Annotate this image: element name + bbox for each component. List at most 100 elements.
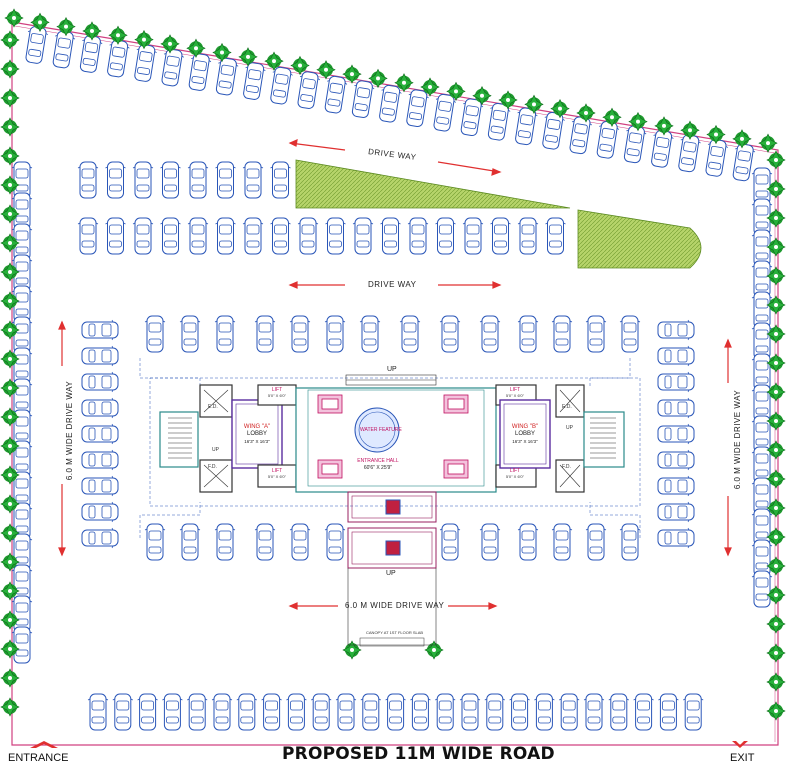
parked-car-icon <box>539 110 566 151</box>
wing-a-title: WING "A" <box>243 424 271 430</box>
parked-car-icon <box>81 527 119 549</box>
parked-car-icon <box>751 570 773 608</box>
parked-car-icon <box>254 523 276 561</box>
parked-car-icon <box>112 693 134 731</box>
parked-car-icon <box>403 88 430 129</box>
parked-car-icon <box>335 693 357 731</box>
parked-car-icon <box>430 92 458 133</box>
parked-car-icon <box>289 315 311 353</box>
parked-car-icon <box>77 217 99 255</box>
parked-car-icon <box>657 345 695 367</box>
tree-icon <box>342 640 362 660</box>
driveway-label-left: 6.0 M WIDE DRIVE WAY <box>65 380 75 481</box>
wing-a-room: LOBBY <box>246 431 267 437</box>
tree-icon <box>766 643 786 663</box>
parked-car-icon <box>187 217 209 255</box>
parked-car-icon <box>105 161 126 199</box>
up-label-stair-right: UP <box>566 425 573 431</box>
parked-car-icon <box>657 475 695 497</box>
lift-3-size: 5'0" X 6'0" <box>505 393 525 398</box>
parked-car-icon <box>215 217 236 255</box>
parked-car-icon <box>509 693 531 731</box>
parked-car-icon <box>594 119 621 160</box>
parked-car-icon <box>657 319 695 341</box>
parked-car-icon <box>352 217 374 255</box>
parked-car-icon <box>324 315 346 353</box>
parked-car-icon <box>242 161 264 199</box>
parked-car-icon <box>270 217 291 255</box>
tree-icon <box>766 150 786 170</box>
parked-car-icon <box>435 217 456 255</box>
parked-car-icon <box>81 397 119 419</box>
tree-icon <box>766 614 786 634</box>
parked-car-icon <box>261 693 283 731</box>
wing-b-label: WING "B" LOBBY 16'3" X 16'3" <box>504 424 546 445</box>
parked-car-icon <box>187 161 209 199</box>
tree-icon <box>424 640 444 660</box>
parked-car-icon <box>137 693 159 731</box>
parked-car-icon <box>439 523 461 561</box>
tree-icon <box>0 88 20 108</box>
lift-2-title: LIFT <box>271 468 283 474</box>
parked-car-icon <box>81 449 119 471</box>
up-label-top: UP <box>387 366 397 373</box>
parked-car-icon <box>558 693 580 731</box>
parked-car-icon <box>517 217 539 255</box>
parked-car-icon <box>517 523 539 561</box>
parked-car-icon <box>242 217 264 255</box>
parked-car-icon <box>409 693 431 731</box>
parked-car-icon <box>240 61 267 101</box>
parked-car-icon <box>186 52 213 92</box>
parked-car-icon <box>186 693 208 731</box>
water-feature-label: WATER FEATURE <box>360 427 402 433</box>
parked-car-icon <box>87 693 109 731</box>
parked-car-icon <box>215 161 236 199</box>
parked-car-icon <box>22 25 50 65</box>
parked-car-icon <box>484 693 506 731</box>
parked-car-icon <box>160 217 181 255</box>
parked-car-icon <box>380 217 401 255</box>
parked-car-icon <box>211 693 233 731</box>
entrance-hall-size: 60'6" X 25'9" <box>363 465 393 471</box>
up-label-stair-left: UP <box>212 447 219 453</box>
parked-car-icon <box>132 217 154 255</box>
wing-a-size: 16'3" X 16'3" <box>244 439 270 444</box>
parked-car-icon <box>633 693 655 731</box>
lift-2-size: 5'0" X 6'0" <box>267 474 287 479</box>
parked-car-icon <box>730 142 757 183</box>
road-label: PROPOSED 11M WIDE ROAD <box>282 744 555 764</box>
parked-car-icon <box>179 523 201 561</box>
ed-left-label: E.D. <box>208 404 218 410</box>
lift-3-title: LIFT <box>509 387 521 393</box>
parked-car-icon <box>407 217 429 255</box>
parked-car-icon <box>621 124 648 165</box>
parked-car-icon <box>566 115 594 156</box>
wing-b-room: LOBBY <box>514 431 535 437</box>
parked-car-icon <box>657 423 695 445</box>
entrance-label: ENTRANCE <box>8 752 69 764</box>
parked-car-icon <box>462 217 484 255</box>
parked-car-icon <box>144 315 166 353</box>
parked-car-icon <box>385 693 407 731</box>
parked-car-icon <box>214 315 236 353</box>
parked-car-icon <box>81 345 119 367</box>
parked-car-icon <box>214 523 236 561</box>
parked-car-icon <box>551 523 573 561</box>
wing-b-size: 16'3" X 16'3" <box>512 439 538 444</box>
wing-a-label: WING "A" LOBBY 16'3" X 16'3" <box>236 424 278 445</box>
tree-icon <box>0 30 20 50</box>
parked-car-icon <box>376 83 403 124</box>
fd-left-label: F.D. <box>208 464 217 470</box>
parked-car-icon <box>160 161 181 199</box>
lift-1-title: LIFT <box>271 387 283 393</box>
ramp <box>347 491 437 647</box>
parked-car-icon <box>81 371 119 393</box>
parked-car-icon <box>158 47 186 88</box>
parked-car-icon <box>81 501 119 523</box>
parked-car-icon <box>608 693 630 731</box>
lawn-top <box>295 159 571 209</box>
parked-car-icon <box>179 315 201 353</box>
parked-car-icon <box>297 217 319 255</box>
